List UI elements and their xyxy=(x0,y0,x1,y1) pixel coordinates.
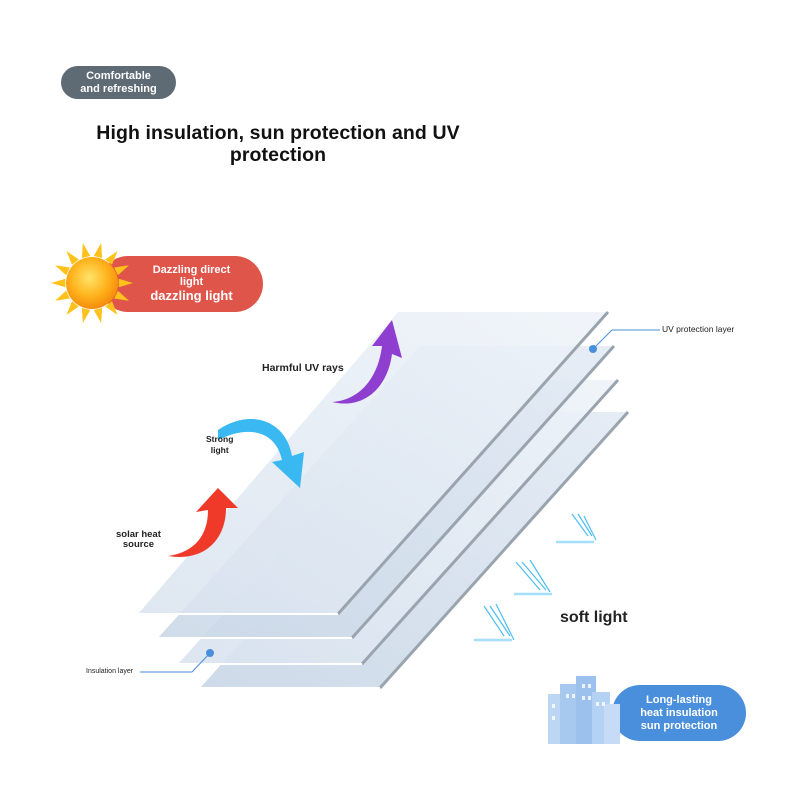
city-buildings-icon xyxy=(548,676,620,744)
insulation-layer-callout xyxy=(140,649,214,673)
solar-label-line-1: solar heat xyxy=(116,529,161,540)
strong-light-label: Strong light xyxy=(206,434,233,456)
sun-ray xyxy=(51,278,66,288)
sun-pill-line-1: Dazzling direct xyxy=(152,264,231,276)
heat-insulation-pill: Long-lasting heat insulation sun protect… xyxy=(612,685,746,741)
badge-line-2: and refreshing xyxy=(80,82,157,95)
solar-label-line-2: source xyxy=(122,539,155,550)
sun-pill-line-3: dazzling light xyxy=(150,288,233,303)
strong-label-line-2: light xyxy=(210,445,229,455)
title-line-1: High insulation, sun protection and UV xyxy=(96,122,460,144)
sun-ray xyxy=(118,278,133,288)
sun-icon xyxy=(51,243,133,323)
comfort-badge: Comfortable and refreshing xyxy=(61,66,176,99)
heat-arrow-icon xyxy=(168,488,238,557)
sun-ray xyxy=(105,250,118,265)
insulation-layer-label: Insulation layer xyxy=(86,668,134,675)
sun-pill-line-2: light xyxy=(179,276,204,288)
uv-protection-layer-label: UV protection layer xyxy=(662,324,735,334)
sun-ray xyxy=(66,301,79,316)
bottom-pill-line-1: Long-lasting xyxy=(646,693,712,706)
bottom-pill-line-2: heat insulation xyxy=(640,706,718,719)
sun-ray xyxy=(93,308,103,323)
sun-ray xyxy=(105,301,118,316)
sun-ray xyxy=(81,308,91,323)
strong-label-line-1: Strong xyxy=(206,434,234,444)
layer-panel-1 xyxy=(138,311,610,615)
sun-ray xyxy=(55,265,70,276)
sun-ray xyxy=(114,265,129,276)
strong-light-arrow-icon xyxy=(218,418,304,488)
badge-line-1: Comfortable xyxy=(86,69,151,82)
uv-arrow-icon xyxy=(332,320,402,404)
bottom-pill-line-3: sun protection xyxy=(640,719,718,732)
title-line-2: protection xyxy=(229,144,327,166)
soft-light-ray-icon xyxy=(474,513,597,642)
sun-ray xyxy=(55,290,70,301)
uv-rays-label: Harmful UV rays xyxy=(262,362,344,374)
uv-layer-callout xyxy=(589,329,660,353)
page-title: High insulation, sun protection and UV p… xyxy=(60,122,496,166)
solar-heat-label: solar heat source xyxy=(116,530,161,550)
soft-light-label: soft light xyxy=(560,609,628,626)
sun-ray xyxy=(93,243,103,258)
sun-ray xyxy=(66,250,79,265)
sun-ray xyxy=(114,290,129,301)
sun-ray xyxy=(81,243,91,258)
